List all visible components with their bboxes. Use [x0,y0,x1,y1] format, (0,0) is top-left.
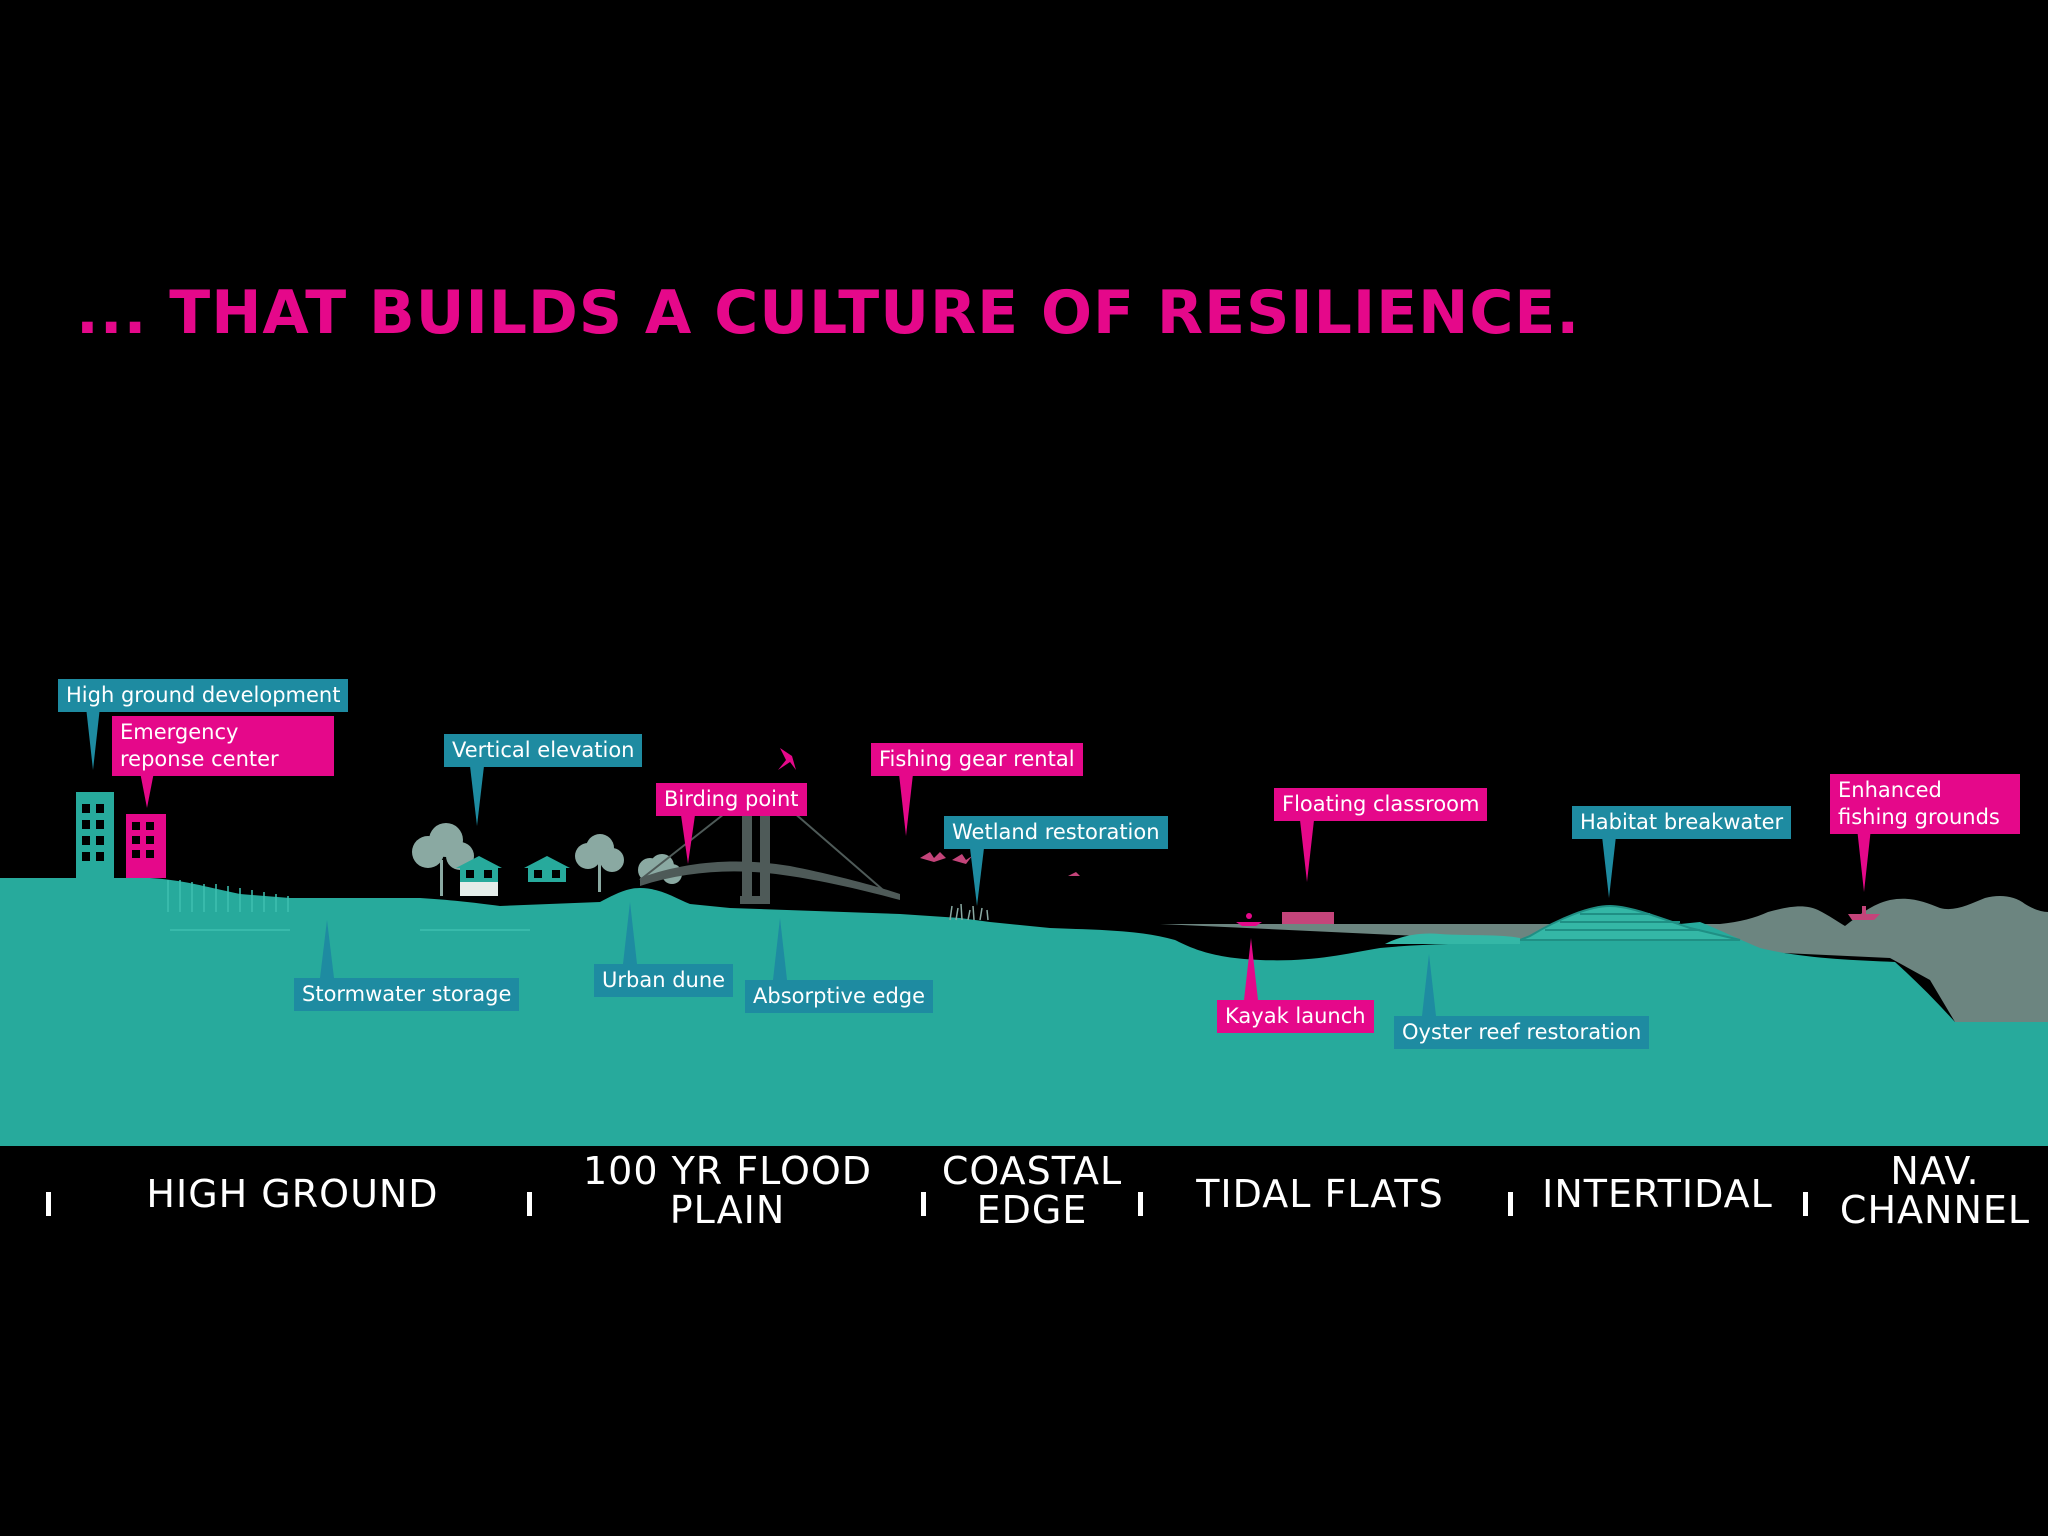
kayak [1236,913,1262,926]
callout-enhanced-fishing-grounds: Enhanced fishing grounds [1830,774,2020,834]
water-body [1160,896,2048,1022]
callout-kayak-launch: Kayak launch [1217,1000,1374,1033]
zone-divider [46,1192,51,1216]
callout-floating-classroom: Floating classroom [1274,788,1488,821]
zone-label-intertidal: INTERTIDAL [1542,1172,1773,1216]
pointer-fishing-gear [899,774,913,836]
callout-vertical-elevation: Vertical elevation [444,734,643,767]
pointer-oyster-reef [1422,954,1436,1016]
callout-fishing-gear-rental: Fishing gear rental [871,743,1083,776]
zone-label-tidal-flats: TIDAL FLATS [1196,1172,1444,1216]
callout-emergency-response-center: Emergency reponse center [112,716,334,776]
pointer-vertical-elevation [470,766,484,826]
pointer-enhanced-fishing [1857,828,1871,892]
elevated-houses [456,856,570,896]
callout-urban-dune: Urban dune [594,964,734,997]
zone-divider [1138,1192,1143,1216]
callout-oyster-reef-restoration: Oyster reef restoration [1394,1016,1650,1049]
trees [412,823,682,896]
pointer-urban-dune [623,902,637,964]
zone-divider [1803,1192,1808,1216]
oyster-reef [1385,933,1520,944]
zone-label-coastal-edge: COASTAL EDGE [941,1149,1123,1232]
wetland-grass [949,903,989,921]
stormwater-storage-structure [167,880,530,931]
pointer-emergency [140,772,154,808]
pointer-wetland-restoration [970,848,984,906]
zone-divider [921,1192,926,1216]
fishing-boat [1848,906,1880,920]
pointer-kayak [1244,938,1258,1000]
high-ground-building [76,792,114,878]
callout-absorptive-edge: Absorptive edge [745,980,934,1013]
pointer-birding [681,815,695,864]
ground-section [0,878,2048,1146]
pointer-high-ground [86,707,100,770]
floating-classroom [1282,912,1334,924]
pointer-floating-classroom [1300,820,1314,882]
zone-divider [1508,1192,1513,1216]
pointer-stormwater [320,920,334,978]
zone-divider [527,1192,532,1216]
zone-label-flood-plain: 100 YR FLOOD PLAIN [582,1149,873,1232]
callout-habitat-breakwater: Habitat breakwater [1572,806,1792,839]
callout-birding-point: Birding point [656,783,807,816]
pointer-habitat-breakwater [1602,836,1616,898]
zone-label-high-ground: HIGH GROUND [146,1172,439,1216]
zone-label-nav-channel: NAV. CHANNEL [1839,1149,2031,1232]
emergency-response-building [126,814,166,878]
birds [778,748,1080,876]
callout-high-ground-development: High ground development [58,679,349,712]
callout-wetland-restoration: Wetland restoration [944,816,1168,849]
pointer-absorptive-edge [773,918,787,980]
headline: ... THAT BUILDS A CULTURE OF RESILIENCE. [76,278,1581,348]
callout-stormwater-storage: Stormwater storage [294,978,520,1011]
